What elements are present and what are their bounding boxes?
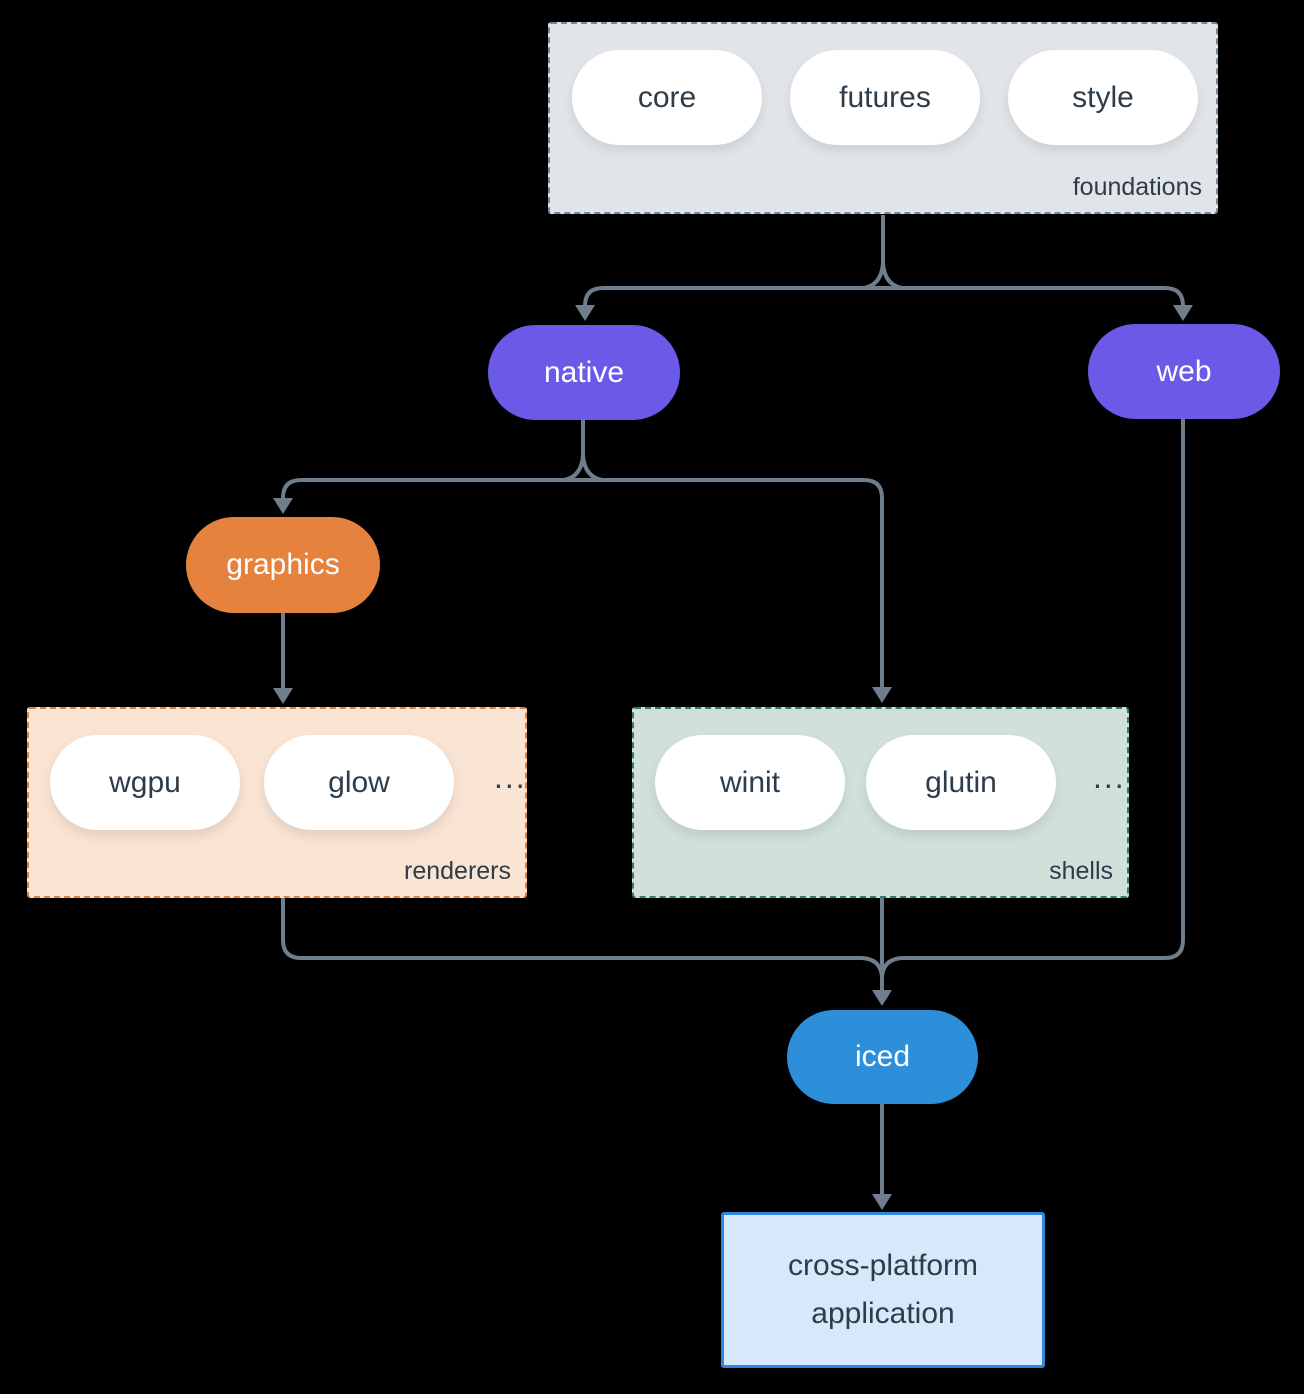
arrowhead-to-iced xyxy=(872,990,892,1006)
arrowhead-to-renderers xyxy=(273,688,293,704)
arrowhead-to-native xyxy=(575,305,595,321)
wire-web-to-merge xyxy=(902,419,1185,960)
foundations-pill-row: core futures style xyxy=(550,24,1216,145)
node-graphics: graphics xyxy=(186,517,380,613)
node-futures: futures xyxy=(790,50,980,145)
foundations-group: core futures style foundations xyxy=(548,22,1218,214)
node-core: core xyxy=(572,50,762,145)
foundations-label: foundations xyxy=(1072,173,1202,201)
node-glutin: glutin xyxy=(866,735,1056,830)
wire-merge-fillet-right xyxy=(880,956,903,977)
arrowhead-to-application xyxy=(872,1194,892,1210)
node-native: native xyxy=(488,325,680,420)
renderers-ellipsis: ... xyxy=(494,759,527,795)
node-winit: winit xyxy=(655,735,845,830)
renderers-pill-row: wgpu glow ... xyxy=(29,709,525,830)
wire-merge-fillet-left xyxy=(861,956,884,977)
shells-group: winit glutin ... shells xyxy=(632,707,1129,898)
renderers-group: wgpu glow ... renderers xyxy=(27,707,527,898)
node-wgpu: wgpu xyxy=(50,735,240,830)
shells-pill-row: winit glutin ... xyxy=(634,709,1127,830)
wire-native-fork-bar xyxy=(281,478,884,689)
renderers-label: renderers xyxy=(404,857,511,885)
wire-foundations-fork-peak xyxy=(863,263,903,290)
node-style: style xyxy=(1008,50,1198,145)
shells-ellipsis: ... xyxy=(1093,759,1126,795)
node-iced: iced xyxy=(787,1010,978,1104)
arrowhead-to-shells xyxy=(872,687,892,703)
arrowhead-to-web xyxy=(1173,305,1193,321)
node-cross-platform-application: cross-platform application xyxy=(721,1212,1045,1368)
arrowhead-to-graphics xyxy=(273,498,293,514)
wire-renderers-to-merge xyxy=(281,898,862,960)
node-web: web xyxy=(1088,324,1280,419)
node-glow: glow xyxy=(264,735,454,830)
wire-foundations-fork-bar xyxy=(583,286,1185,307)
wire-native-fork-peak xyxy=(563,455,603,482)
shells-label: shells xyxy=(1049,857,1113,885)
